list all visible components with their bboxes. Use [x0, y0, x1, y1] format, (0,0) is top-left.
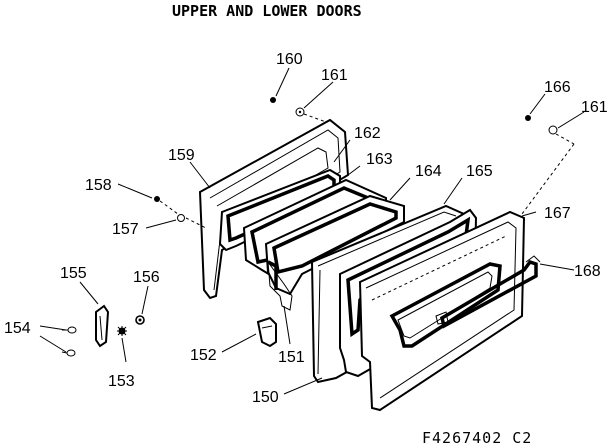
label-157: 157: [112, 221, 139, 238]
part-168-handle: [435, 255, 541, 329]
label-168: 168: [574, 263, 601, 280]
label-153: 153: [108, 373, 135, 390]
part-160-screw: [270, 97, 276, 103]
label-156: 156: [133, 269, 160, 286]
label-163: 163: [366, 151, 393, 168]
part-151-hinge-bracket: [267, 260, 293, 311]
label-158: 158: [85, 177, 112, 194]
label-162: 162: [354, 125, 381, 142]
label-166: 166: [544, 79, 571, 96]
label-161-top: 161: [321, 67, 348, 84]
part-158-screw: [154, 196, 179, 215]
part-161-washer-right: [548, 125, 575, 145]
alignment-line-right: [521, 143, 575, 215]
diagram-title: UPPER AND LOWER DOORS: [172, 2, 362, 20]
label-161-right: 161: [581, 99, 608, 116]
part-155-bracket: [95, 304, 110, 348]
label-152: 152: [190, 347, 217, 364]
label-155: 155: [60, 265, 87, 282]
part-166-screw: [525, 115, 531, 121]
part-154-screws: [61, 326, 77, 357]
alignment-line-left: [185, 217, 207, 229]
drawing-code: F4267402 C2: [422, 429, 532, 447]
label-160: 160: [276, 51, 303, 68]
leader-lines: [39, 67, 585, 395]
part-161-washer-top: [295, 107, 327, 123]
part-156-washer: [135, 315, 145, 325]
label-154: 154: [4, 320, 31, 337]
part-164-glass-spacer: [264, 194, 405, 296]
label-159: 159: [168, 147, 195, 164]
part-152-latch: [256, 316, 277, 348]
label-164: 164: [415, 163, 442, 180]
part-157-washer: [177, 214, 185, 222]
label-167: 167: [544, 205, 571, 222]
part-167-outer-door-panel: [358, 210, 526, 412]
label-150: 150: [252, 389, 279, 406]
part-153-screw: [117, 326, 127, 336]
label-151: 151: [278, 349, 305, 366]
label-165: 165: [466, 163, 493, 180]
